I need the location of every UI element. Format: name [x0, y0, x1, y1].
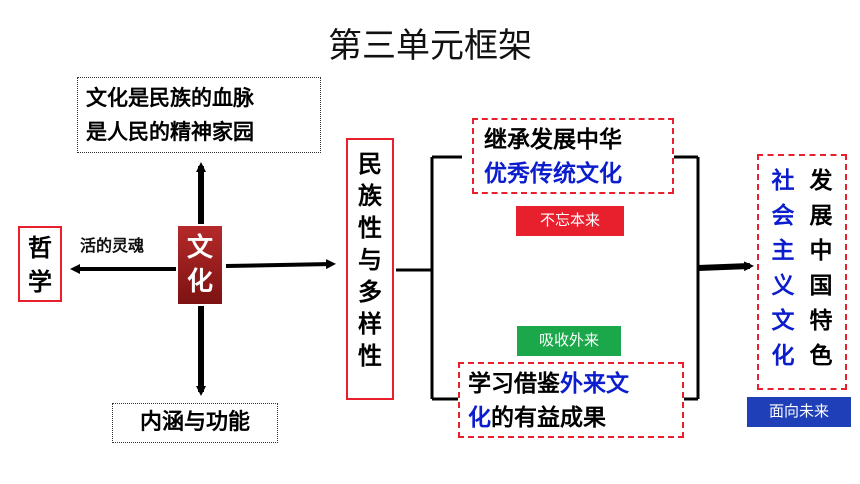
nation-char: 性 [358, 214, 382, 242]
right-black-char: 特 [809, 308, 833, 334]
philosophy-char1: 哲 [28, 234, 52, 262]
right-blue-char: 会 [771, 203, 795, 229]
arrow-to-right-box [697, 261, 754, 272]
socialist-culture-blue-column: 社 会 主 义 文 化 [766, 164, 800, 388]
learn-foreign-box: 学习借鉴外来文 化的有益成果 [458, 362, 684, 438]
living-soul-label: 活的灵魂 [80, 236, 145, 255]
right-blue-char: 主 [771, 238, 795, 264]
right-black-char: 色 [809, 343, 833, 369]
nation-char: 与 [358, 246, 382, 274]
learn-line2-black: 的有益成果 [491, 405, 606, 431]
culture-char1: 文 [186, 233, 213, 263]
socialist-culture-box: 社 会 主 义 文 化 发 展 中 国 特 色 [757, 154, 847, 390]
right-blue-char: 义 [771, 273, 795, 299]
right-blue-char: 文 [771, 308, 795, 334]
socialist-culture-black-column: 发 展 中 国 特 色 [804, 164, 838, 388]
right-black-char: 国 [809, 273, 833, 299]
arrow-right [225, 259, 336, 270]
culture-char2: 化 [186, 267, 213, 297]
inherit-tradition-box: 继承发展中华 优秀传统文化 [472, 118, 674, 194]
right-black-char: 中 [809, 238, 833, 264]
culture-blood-line2: 是人民的精神家园 [86, 120, 254, 144]
right-black-char: 展 [809, 203, 833, 229]
learn-line1: 学习借鉴外来文 [468, 367, 674, 401]
tag-face-future: 面向未来 [747, 397, 851, 427]
inherit-line2: 优秀传统文化 [484, 161, 622, 187]
culture-blood-box: 文化是民族的血脉 是人民的精神家园 [77, 77, 321, 153]
page-title: 第三单元框架 [328, 26, 532, 66]
culture-blood-line1: 文化是民族的血脉 [86, 86, 254, 110]
learn-line1-blue: 外来文 [560, 371, 629, 397]
inherit-line1: 继承发展中华 [484, 127, 622, 153]
nation-char: 样 [358, 310, 382, 338]
nation-char: 族 [358, 182, 382, 210]
tag-absorb-foreign: 吸收外来 [517, 326, 621, 356]
philosophy-box: 哲 学 [18, 226, 62, 302]
right-blue-char: 化 [771, 343, 795, 369]
nation-char: 性 [358, 342, 382, 370]
tag-not-forget-origin: 不忘本来 [516, 206, 624, 236]
learn-line1-black: 学习借鉴 [468, 371, 560, 397]
nationality-diversity-box: 民 族 性 与 多 样 性 [346, 138, 394, 400]
right-blue-char: 社 [771, 168, 795, 194]
nation-char: 民 [358, 150, 382, 178]
nation-char: 多 [358, 278, 382, 306]
philosophy-char2: 学 [28, 268, 52, 296]
right-black-char: 发 [809, 168, 833, 194]
connotation-function-box: 内涵与功能 [112, 403, 278, 443]
culture-core-box: 文 化 [178, 226, 222, 304]
learn-line2: 化的有益成果 [468, 401, 674, 435]
learn-line2-blue: 化 [468, 405, 491, 431]
